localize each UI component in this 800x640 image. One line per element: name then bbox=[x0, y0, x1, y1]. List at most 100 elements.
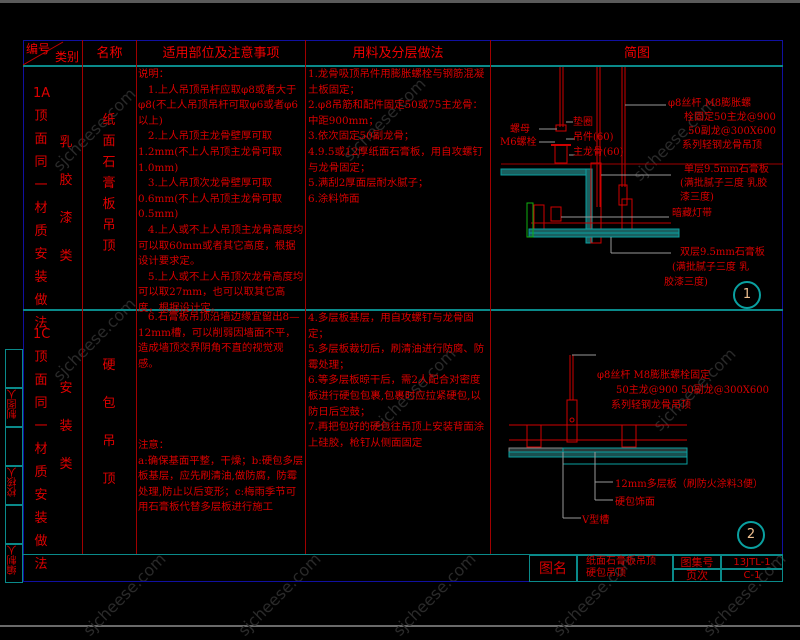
row1-category-column: 乳 胶 漆 类 bbox=[58, 124, 74, 276]
label-single-board: (满批腻子三度 乳胶 bbox=[680, 178, 768, 189]
row2-usage-caution: 注意： a:确保基面平整，干燥；b:硬包多层板基层，应先刷清油,做防腐，防霉处理… bbox=[138, 439, 304, 514]
row2-usage-notes: 6.石膏板吊顶沿墙边缘宜留出8—12mm槽，可以削弱因墙面不平，造成墙顶交界阴角… bbox=[138, 311, 300, 370]
label-rod-note: 50副龙@300X600 bbox=[688, 126, 777, 137]
drawn-by-label: 制图人 bbox=[8, 389, 19, 419]
header-usage: 适用部位及注意事项 bbox=[162, 46, 280, 61]
row1-category-char: 乳 bbox=[59, 135, 73, 150]
label-double-board: 胶漆三度) bbox=[664, 277, 708, 288]
row2-code-char: 质 bbox=[34, 465, 48, 480]
drawing-frame bbox=[23, 40, 783, 582]
label-main-keel: 主龙骨(60) bbox=[573, 147, 624, 158]
header-material: 用料及分层做法 bbox=[352, 46, 444, 61]
row1-code-char: 材 bbox=[34, 201, 48, 216]
row2-name-char: 包 bbox=[102, 396, 116, 411]
row2-name-column: 硬 包 吊 顶 bbox=[101, 347, 117, 499]
row1-category-char: 胶 bbox=[59, 173, 73, 188]
row2-name-char: 硬 bbox=[102, 358, 116, 373]
row2-code-char: 做 bbox=[34, 534, 48, 549]
row2-category-char: 装 bbox=[59, 419, 73, 434]
label-rod-note: 系列轻钢龙骨吊顶 bbox=[682, 140, 762, 151]
row2-material-steps: 4.多层板基层，用自攻螺钉与龙骨固定； 5.多层板裁切后，刷清油进行防腐、防霉处… bbox=[308, 312, 485, 449]
row-divider bbox=[23, 309, 783, 311]
row1-code-char: 顶 bbox=[34, 109, 48, 124]
header-name: 名称 bbox=[96, 46, 123, 61]
row2-code-char: 同 bbox=[34, 396, 48, 411]
side-box-drawn: 制图人 bbox=[5, 388, 23, 427]
row1-code: 1A bbox=[33, 86, 51, 101]
atlas-value: 13JTL-1 bbox=[721, 555, 783, 569]
side-box-blank bbox=[5, 427, 23, 466]
page-value: C-1 bbox=[721, 569, 783, 582]
label-groove: V型槽 bbox=[582, 515, 610, 526]
label-rod-note: 栓固定50主龙@900 bbox=[684, 112, 776, 123]
header-divider bbox=[23, 65, 783, 67]
row2-code-char: 面 bbox=[34, 373, 48, 388]
page-label: 页次 bbox=[673, 569, 721, 582]
drawing-name-cell: 纸面石膏板吊顶 硬包吊顶 bbox=[577, 555, 673, 582]
row1-name-column: 纸 面 石 膏 板 吊 顶 bbox=[101, 110, 117, 257]
row1-name-char: 板 bbox=[102, 197, 116, 212]
label-rod-note: φ8丝杆 M8膨胀螺 bbox=[668, 98, 752, 109]
row2-code-char: 装 bbox=[34, 511, 48, 526]
row2-name-char: 吊 bbox=[102, 434, 116, 449]
label-finish: 硬包饰面 bbox=[615, 497, 655, 508]
label-hanger: 吊件(60) bbox=[573, 132, 614, 143]
row1-code-column: 1A 顶 面 同 一 材 质 安 装 做 法 bbox=[33, 82, 51, 335]
row2-code-char: 法 bbox=[34, 557, 48, 572]
row1-code-char: 一 bbox=[34, 178, 48, 193]
compiled-by-label: 编制人 bbox=[8, 545, 19, 575]
row1-code-char: 质 bbox=[34, 224, 48, 239]
side-box-blank bbox=[5, 505, 23, 544]
drawing-name-line2: 硬包吊顶 bbox=[586, 568, 626, 579]
column-divider bbox=[136, 40, 137, 554]
row1-material-steps: 1.龙骨吸顶吊件用膨胀螺栓与钢筋混凝土板固定； 2.φ8吊筋和配件固定50或75… bbox=[308, 68, 485, 205]
label-single-board: 单层9.5mm石膏板 bbox=[684, 164, 769, 175]
row1-code-char: 做 bbox=[34, 293, 48, 308]
row2-code-char: 安 bbox=[34, 488, 48, 503]
drawing-name-label: 图名 bbox=[529, 555, 577, 582]
row1-section-sketch bbox=[500, 67, 783, 254]
side-box-checked: 校核人 bbox=[5, 466, 23, 505]
row1-name-char: 面 bbox=[102, 134, 116, 149]
label-double-board: 双层9.5mm石膏板 bbox=[680, 247, 765, 258]
atlas-label: 图集号 bbox=[673, 555, 721, 569]
row1-code-char: 装 bbox=[34, 270, 48, 285]
row1-code-char: 安 bbox=[34, 247, 48, 262]
side-box-blank bbox=[5, 349, 23, 388]
row2-category-char: 安 bbox=[59, 381, 73, 396]
row1-name-char: 顶 bbox=[102, 239, 116, 254]
label-rod-note: φ8丝杆 M8膨胀螺栓固定 bbox=[597, 370, 711, 381]
row1-category-char: 漆 bbox=[59, 211, 73, 226]
row2-code: 1C bbox=[33, 327, 51, 342]
label-rod-note: 50主龙@900 50副龙@300X600 bbox=[616, 385, 770, 396]
side-box-compiled: 编制人 bbox=[5, 544, 23, 583]
label-single-board: 漆三度) bbox=[680, 192, 714, 203]
bottom-scrollbar[interactable] bbox=[0, 625, 800, 627]
row2-name-char: 顶 bbox=[102, 472, 116, 487]
label-plywood: 12mm多层板（刷防火涂料3便） bbox=[615, 479, 764, 490]
row2-category-char: 类 bbox=[59, 457, 73, 472]
label-washer: 垫圈 bbox=[573, 117, 593, 128]
column-divider bbox=[82, 40, 83, 554]
row2-code-char: 顶 bbox=[34, 350, 48, 365]
row1-name-char: 膏 bbox=[102, 176, 116, 191]
row1-name-char: 纸 bbox=[102, 113, 116, 128]
label-nut: 螺母 bbox=[510, 124, 530, 135]
column-divider bbox=[490, 40, 491, 554]
header-sketch: 简图 bbox=[623, 46, 650, 61]
row1-code-char: 面 bbox=[34, 132, 48, 147]
checked-by-label: 校核人 bbox=[8, 467, 19, 497]
label-double-board: (满批腻子三度 乳 bbox=[672, 262, 750, 273]
label-bolt: M6螺栓 bbox=[500, 137, 537, 148]
row2-category-column: 安 装 类 bbox=[58, 370, 74, 484]
row1-usage-notes: 说明： 1.上人吊顶吊杆应取φ8或者大于φ8(不上人吊顶吊杆可取φ6或者φ6以上… bbox=[138, 68, 304, 314]
drawing-name-line1: 纸面石膏板吊顶 bbox=[586, 556, 656, 567]
top-scrollbar[interactable] bbox=[0, 0, 800, 3]
row2-code-column: 1C 顶 面 同 一 材 质 安 装 做 法 bbox=[33, 323, 51, 576]
row1-category-char: 类 bbox=[59, 249, 73, 264]
header-category: 类别 bbox=[55, 50, 80, 64]
row1-name-char: 吊 bbox=[102, 218, 116, 233]
row2-code-char: 一 bbox=[34, 419, 48, 434]
label-light-strip: 暗藏灯带 bbox=[672, 208, 712, 219]
detail-number-badge: 2 bbox=[737, 521, 765, 549]
